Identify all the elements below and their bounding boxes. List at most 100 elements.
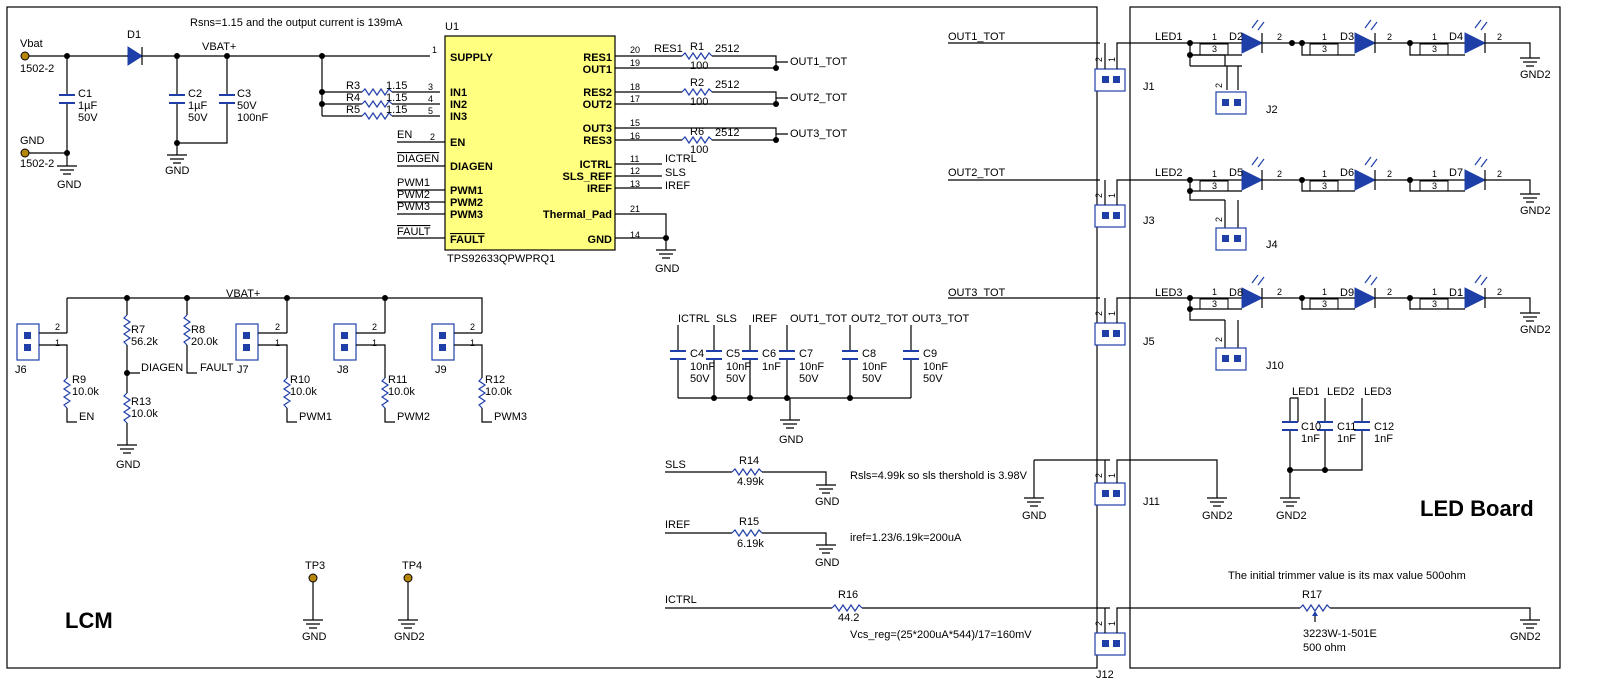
j9-wire	[454, 332, 483, 378]
gnd-symbol	[816, 544, 836, 554]
c1-val: 1µF	[78, 100, 97, 112]
pin-num: 2	[1214, 337, 1224, 342]
net-pwm1-ic: PWM1	[397, 177, 430, 189]
c2-volt: 50V	[188, 112, 208, 124]
connector-j1[interactable]	[1094, 68, 1126, 92]
c11-ref: C11	[1337, 421, 1356, 433]
pulldown-wires	[66, 408, 492, 423]
pin-num: 3	[1432, 44, 1437, 54]
pin-num: 2	[1277, 169, 1282, 179]
pin-in1: IN1	[450, 87, 467, 99]
junction	[64, 53, 70, 59]
trimmer-r17[interactable]	[1299, 603, 1331, 613]
r1-ref: R1	[690, 41, 704, 53]
pin-num: 2	[1277, 32, 1282, 42]
filter-cap-wires	[677, 325, 912, 420]
connector-j4[interactable]	[1215, 227, 1247, 251]
gnd2-label: GND2	[1276, 510, 1307, 522]
pin-fault: FAULT	[450, 234, 485, 246]
jumper-pin	[24, 344, 31, 351]
pin-en: EN	[450, 137, 465, 149]
connector-j5[interactable]	[1094, 322, 1126, 346]
junction	[319, 53, 325, 59]
connector-pin	[1234, 99, 1241, 106]
pin-num-5: 5	[428, 106, 433, 116]
pin-res3: RES3	[583, 135, 612, 147]
out2-wire	[615, 91, 788, 105]
net-iref-r15: IREF	[665, 519, 690, 531]
jumper-j8[interactable]	[333, 323, 357, 361]
note-rsls: Rsls=4.99k so sls thershold is 3.98V	[850, 470, 1028, 482]
d4-ref: D4	[1449, 31, 1463, 43]
pin-num: 2	[1387, 287, 1392, 297]
jumper-j9[interactable]	[431, 323, 455, 361]
out-tot-wires	[948, 42, 1100, 299]
pin-num-21: 21	[630, 204, 640, 214]
r12-ref: R12	[485, 374, 505, 386]
led-d3	[1354, 32, 1377, 54]
d10-ref: D1	[1449, 287, 1463, 299]
d8-ref: D8	[1229, 287, 1243, 299]
gnd-conn-net: GND	[20, 135, 45, 147]
capacitor-c10-c12	[1282, 421, 1370, 431]
pin-num: 1	[1212, 287, 1217, 297]
note-iref: iref=1.23/6.19k=200uA	[850, 532, 962, 544]
r1-val: 100	[690, 60, 708, 72]
j3-ref: J3	[1143, 215, 1155, 227]
pin-num: 3	[1322, 44, 1327, 54]
c9-ref: C9	[923, 348, 937, 360]
d7-ref: D7	[1449, 167, 1463, 179]
pin-num: 2	[1094, 621, 1104, 626]
pin-num-15: 15	[630, 118, 640, 128]
j2-wires	[1226, 66, 1239, 90]
vbat-plus-label-2: VBAT+	[226, 288, 260, 300]
jumper-j7[interactable]	[235, 323, 259, 361]
jumper-j6[interactable]	[16, 323, 40, 361]
junction	[174, 140, 180, 146]
gnd-label: GND	[57, 179, 82, 191]
net-led2-cap: LED2	[1327, 386, 1355, 398]
ic-right-signal-wires	[615, 163, 662, 189]
net-out3-ic: OUT3_TOT	[790, 128, 848, 140]
junction	[319, 89, 325, 95]
c11-val: 1nF	[1337, 433, 1356, 445]
capacitor-c2-c3	[169, 94, 235, 104]
gnd2-symbol	[1520, 312, 1540, 322]
pin-out2: OUT2	[583, 99, 612, 111]
c2-c3-wire	[176, 56, 228, 152]
connector-j2[interactable]	[1215, 91, 1247, 115]
r7-val: 56.2k	[131, 336, 158, 348]
jumper-pin	[341, 332, 348, 339]
r9-val: 10.0k	[72, 386, 99, 398]
j8-wire	[356, 332, 386, 378]
junction	[1187, 177, 1193, 183]
d2-ref: D2	[1229, 31, 1243, 43]
pin-num-20: 20	[630, 45, 640, 55]
pin-diagen: DIAGEN	[450, 161, 493, 173]
connector-pin	[1222, 99, 1229, 106]
c9-volt: 50V	[923, 373, 943, 385]
net-ictrl-ic: ICTRL	[665, 153, 697, 165]
jumper-pin	[341, 344, 348, 351]
capacitor-c4-c9	[670, 350, 919, 360]
ic-gnd-wire	[615, 213, 667, 250]
r5-val: 1.15	[386, 104, 407, 116]
j11-wires	[1104, 459, 1218, 498]
net-en-ic: EN	[397, 129, 412, 141]
connector-j11[interactable]	[1094, 482, 1126, 506]
r14-val: 4.99k	[737, 476, 764, 488]
connector-j12[interactable]	[1094, 632, 1126, 656]
jumper-pin	[243, 344, 250, 351]
connector-j3[interactable]	[1094, 204, 1126, 228]
test-point-tp3[interactable]	[308, 573, 318, 583]
d9-ref: D9	[1340, 287, 1354, 299]
r15-val: 6.19k	[737, 538, 764, 550]
pin-num: 1	[1107, 311, 1117, 316]
gnd2-symbol	[1520, 57, 1540, 67]
connector-j10[interactable]	[1215, 347, 1247, 371]
test-point-tp4[interactable]	[403, 573, 413, 583]
junction	[847, 395, 853, 401]
net-led3-cap: LED3	[1364, 386, 1392, 398]
connector-pin	[1222, 235, 1229, 242]
junction	[1287, 467, 1293, 473]
